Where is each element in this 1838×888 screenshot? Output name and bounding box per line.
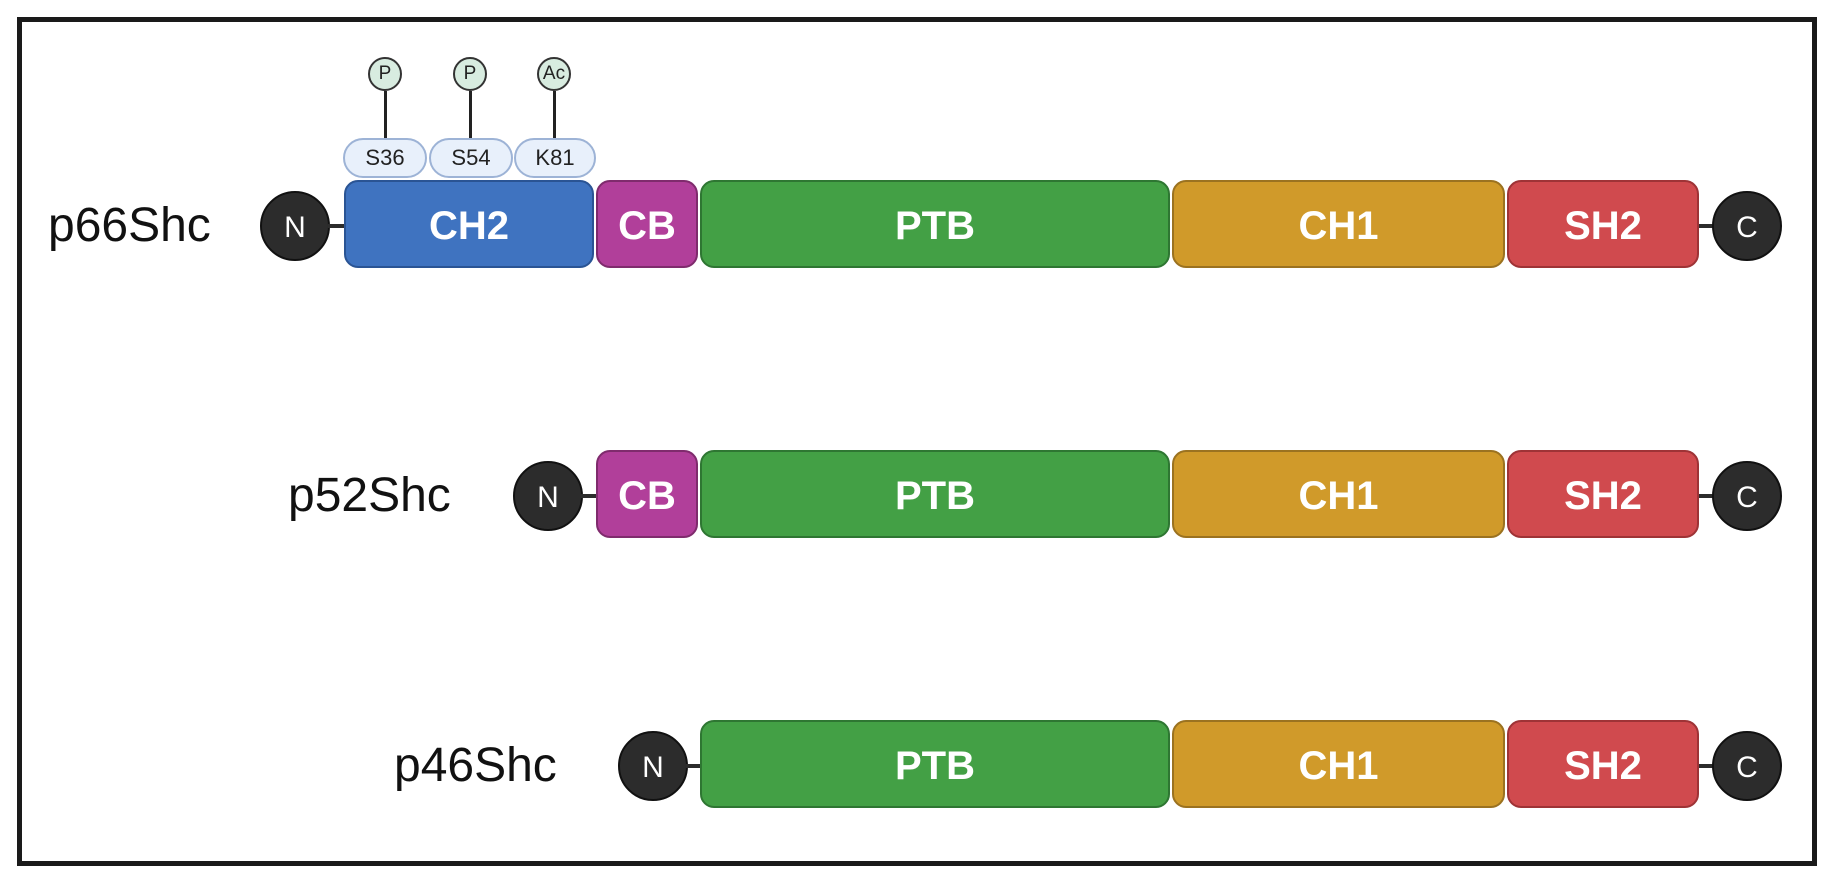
site-k81: K81 — [514, 138, 596, 178]
modification-stem — [553, 91, 556, 140]
phospho-mark: P — [453, 57, 487, 91]
linker — [328, 224, 344, 228]
n-terminus: N — [260, 191, 330, 261]
modification-stem — [469, 91, 472, 140]
protein-p52shc: p52Shc N CB PTB CH1 SH2 C — [0, 450, 1838, 542]
protein-p66shc: p66Shc N CH2 CB PTB CH1 SH2 C — [0, 180, 1838, 272]
n-terminus: N — [618, 731, 688, 801]
linker — [1699, 764, 1713, 768]
domain-ch1: CH1 — [1172, 450, 1505, 538]
figure-frame — [17, 17, 1817, 866]
linker — [1699, 224, 1713, 228]
protein-label: p46Shc — [394, 739, 557, 792]
linker — [581, 494, 596, 498]
c-terminus: C — [1712, 461, 1782, 531]
protein-label: p52Shc — [288, 469, 451, 522]
domain-ptb: PTB — [700, 720, 1170, 808]
domain-ptb: PTB — [700, 450, 1170, 538]
domain-ch2: CH2 — [344, 180, 594, 268]
domain-ch1: CH1 — [1172, 720, 1505, 808]
modification-stem — [384, 91, 387, 140]
site-s36: S36 — [343, 138, 427, 178]
n-terminus: N — [513, 461, 583, 531]
c-terminus: C — [1712, 191, 1782, 261]
c-terminus: C — [1712, 731, 1782, 801]
domain-ch1: CH1 — [1172, 180, 1505, 268]
linker — [686, 764, 700, 768]
protein-p46shc: p46Shc N PTB CH1 SH2 C — [0, 720, 1838, 812]
site-s54: S54 — [429, 138, 513, 178]
domain-sh2: SH2 — [1507, 450, 1699, 538]
acetyl-mark: Ac — [537, 57, 571, 91]
domain-ptb: PTB — [700, 180, 1170, 268]
domain-cb: CB — [596, 450, 698, 538]
domain-sh2: SH2 — [1507, 720, 1699, 808]
protein-label: p66Shc — [48, 199, 211, 252]
domain-sh2: SH2 — [1507, 180, 1699, 268]
linker — [1699, 494, 1713, 498]
domain-cb: CB — [596, 180, 698, 268]
phospho-mark: P — [368, 57, 402, 91]
